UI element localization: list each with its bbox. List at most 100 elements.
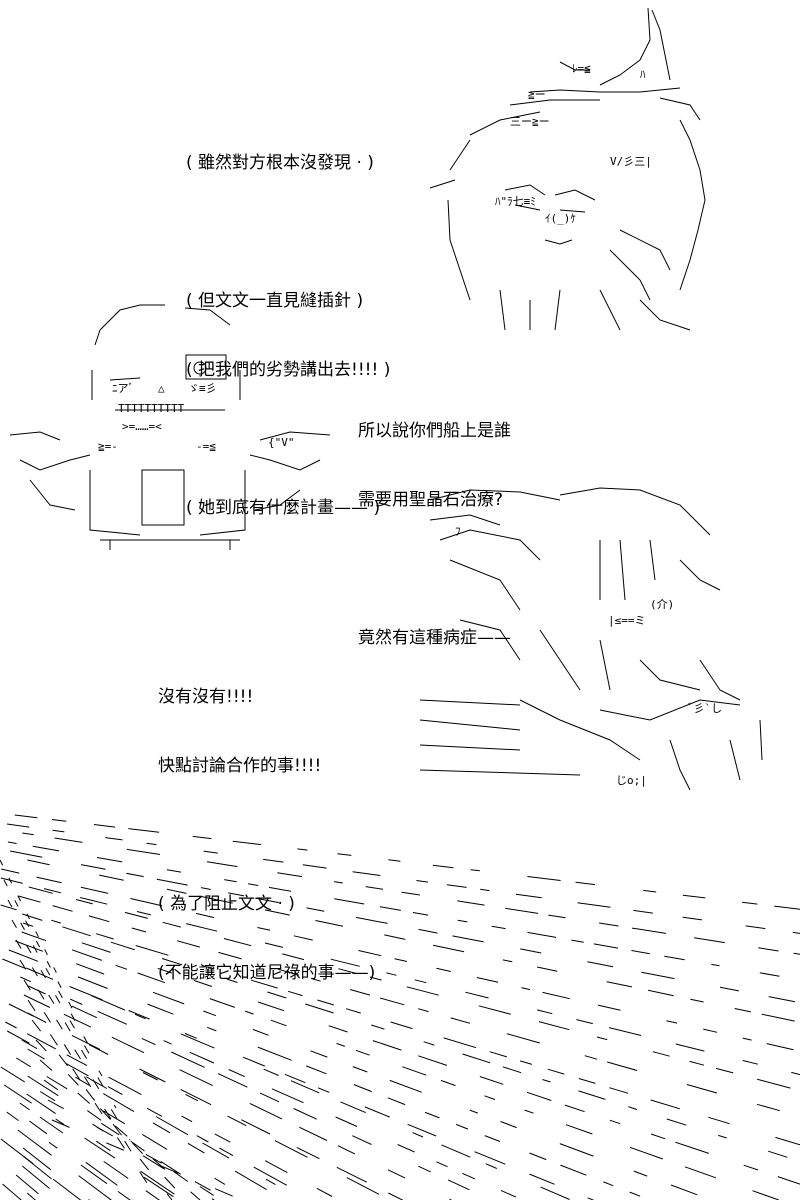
speed-line bbox=[105, 837, 123, 841]
speed-line bbox=[571, 939, 584, 943]
speed-line bbox=[232, 840, 262, 846]
speed-line bbox=[19, 959, 131, 1141]
art-glyph: {"V" bbox=[268, 436, 295, 449]
dialogue-block-middle: 所以說你們船上是誰 需要用聖晶石治療? 竟然有這種病症—— bbox=[358, 374, 511, 696]
speed-line bbox=[675, 1141, 709, 1154]
speed-line bbox=[75, 1076, 90, 1086]
speed-line bbox=[51, 819, 67, 822]
speed-line bbox=[23, 979, 145, 1173]
speed-line bbox=[317, 999, 334, 1006]
speed-line bbox=[758, 947, 779, 952]
speed-line bbox=[358, 950, 382, 957]
speed-line bbox=[387, 1097, 406, 1106]
speed-line bbox=[88, 1044, 109, 1055]
speed-line bbox=[633, 909, 653, 914]
speed-line bbox=[310, 1050, 328, 1058]
speed-line bbox=[446, 884, 467, 888]
speed-line bbox=[768, 1150, 788, 1158]
speed-line bbox=[96, 857, 123, 863]
speed-line bbox=[176, 940, 200, 948]
speed-line bbox=[251, 979, 278, 989]
speed-line bbox=[146, 1107, 163, 1117]
speed-line bbox=[77, 976, 108, 989]
speed-line bbox=[163, 1040, 172, 1045]
speed-line bbox=[3, 879, 75, 1013]
speed-line bbox=[85, 1161, 118, 1186]
speed-line bbox=[337, 853, 352, 856]
speed-line bbox=[257, 1046, 292, 1061]
speed-line bbox=[7, 841, 17, 844]
speed-line bbox=[62, 926, 91, 937]
speed-line bbox=[155, 1116, 189, 1136]
speed-line bbox=[742, 901, 758, 905]
speed-line bbox=[76, 963, 105, 975]
speed-line bbox=[436, 967, 451, 972]
speed-line bbox=[416, 880, 429, 883]
speed-line bbox=[29, 1120, 48, 1135]
speed-line bbox=[75, 899, 93, 905]
speed-line bbox=[560, 1164, 587, 1176]
speed-line bbox=[7, 899, 89, 1045]
speed-line bbox=[457, 900, 485, 906]
speed-line bbox=[542, 991, 570, 1000]
speed-line bbox=[684, 1166, 717, 1179]
speed-line bbox=[66, 1054, 88, 1067]
speed-line bbox=[203, 850, 218, 854]
speed-line bbox=[27, 859, 50, 866]
speed-line bbox=[529, 1173, 555, 1185]
speed-line bbox=[108, 1076, 142, 1096]
speed-line bbox=[465, 991, 489, 999]
speed-line bbox=[26, 1093, 56, 1115]
speed-line bbox=[390, 1021, 413, 1030]
speed-line bbox=[388, 859, 401, 862]
speed-line bbox=[81, 942, 111, 953]
speed-line bbox=[650, 1133, 666, 1140]
speed-line bbox=[2, 1183, 22, 1200]
speed-line bbox=[599, 922, 619, 927]
speed-line bbox=[32, 845, 60, 852]
speed-line bbox=[265, 1178, 276, 1186]
speed-line bbox=[386, 972, 397, 976]
speed-line bbox=[766, 1043, 794, 1051]
dialogue-line: ( 但文文一直見縫插針 ) bbox=[186, 291, 364, 311]
speed-line bbox=[23, 994, 51, 1008]
speed-line bbox=[548, 914, 566, 919]
art-glyph: (介) bbox=[650, 598, 674, 611]
speed-line bbox=[202, 1142, 230, 1159]
speed-line bbox=[17, 1129, 52, 1156]
speed-line bbox=[259, 1092, 280, 1103]
speed-line bbox=[752, 1190, 779, 1200]
speed-line bbox=[277, 872, 303, 878]
speed-line bbox=[734, 1008, 752, 1013]
speed-line bbox=[547, 1068, 565, 1075]
speed-line bbox=[650, 1099, 681, 1110]
speed-line bbox=[489, 1051, 508, 1058]
speed-line bbox=[130, 898, 163, 907]
speed-line bbox=[88, 915, 110, 923]
speed-line bbox=[690, 998, 704, 1003]
speed-line bbox=[242, 1056, 266, 1067]
speed-line bbox=[111, 1036, 145, 1054]
speed-line bbox=[450, 1017, 471, 1024]
speed-line bbox=[15, 1174, 39, 1195]
speed-line bbox=[135, 945, 169, 956]
speed-line bbox=[742, 1037, 752, 1041]
speed-line bbox=[192, 835, 212, 840]
speed-line bbox=[143, 1176, 174, 1198]
dialogue-line: 所以說你們船上是誰 bbox=[358, 421, 511, 441]
speed-line bbox=[46, 1076, 68, 1090]
speed-line bbox=[207, 1026, 217, 1032]
speed-line bbox=[255, 897, 279, 904]
speed-line bbox=[334, 898, 365, 905]
speed-line bbox=[418, 1055, 448, 1066]
speed-line bbox=[340, 1101, 366, 1114]
speed-line bbox=[224, 879, 237, 883]
speed-line bbox=[682, 894, 706, 899]
speed-line bbox=[455, 1123, 469, 1130]
speed-line bbox=[99, 874, 124, 881]
speed-line bbox=[519, 1060, 533, 1065]
speed-line bbox=[315, 920, 344, 927]
speed-line bbox=[11, 919, 103, 1077]
dialogue-line: ( 為了阻止文文 · ) bbox=[158, 894, 295, 914]
speed-line bbox=[371, 1024, 385, 1030]
